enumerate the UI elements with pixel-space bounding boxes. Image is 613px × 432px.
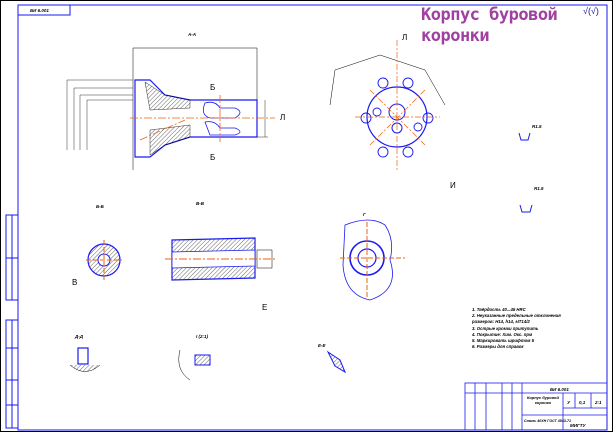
detail-radius-2: R1.5: [534, 186, 544, 191]
note: 1. Твёрдость 40...45 HRC: [472, 307, 526, 312]
view-g-label: Г: [363, 212, 366, 217]
roughness-symbol: √(√): [583, 6, 599, 16]
note: 6. Размеры для справок: [472, 344, 524, 350]
part-name-field: Корпус буровой коронки: [527, 395, 559, 405]
detail-3-label: Е-Е: [318, 343, 327, 348]
view-i-marker: И: [450, 181, 456, 190]
detail-profiles: [518, 132, 533, 213]
mass-field: 0,1: [579, 400, 586, 405]
designation-field: БИ 6.001: [550, 387, 569, 392]
corner-stamp-box: [17, 4, 71, 16]
note: 3. Острые кромки притупить: [472, 325, 539, 331]
view-l-marker: Л: [402, 33, 407, 42]
face-view: Л И: [329, 33, 456, 190]
corner-stamp: БИ 6.001: [30, 8, 49, 13]
scale-field: 2:1: [594, 400, 602, 405]
section-a-label: А-А: [187, 32, 196, 37]
cut-label-v: В: [72, 278, 77, 287]
technical-notes: 1. Твёрдость 40...45 HRC 2. Неуказанные …: [472, 307, 592, 350]
section-d-label: Д-Д: [74, 334, 84, 339]
cut-label-e: Е: [262, 303, 267, 312]
material-field: Сталь 40ХН ГОСТ 4543-71: [524, 419, 571, 423]
drawing-frame: [17, 4, 608, 431]
cut-label-b-top: Б: [210, 83, 215, 92]
drawing-title-line1: Корпус буровой: [421, 5, 558, 25]
section-v-label: В-В: [196, 201, 205, 206]
drawing-title-line2: коронки: [421, 26, 490, 46]
note: 2. Неуказанные предельные отклонения: [472, 313, 561, 319]
stage-field: У: [567, 400, 571, 405]
detail-1-label: I (2:1): [196, 334, 209, 339]
note: размеров: H14, h14, ±IT14/2: [472, 319, 530, 325]
bottom-details: Д-Д I (2:1) Е-Е: [69, 334, 347, 381]
main-section-view: А-А Б Б Л: [66, 32, 285, 170]
view-label-l: Л: [280, 113, 285, 122]
organization-field: МИГТУ: [570, 423, 586, 428]
section-b-label: Б-Б: [96, 204, 105, 209]
section-b-view: Б-Б В: [72, 204, 122, 287]
cut-label-b-bottom: Б: [210, 153, 215, 162]
note: 5. Маркировать шрифтом 5: [472, 338, 534, 344]
note: 4. Покрытие: Хим. Окс. прм: [472, 331, 533, 337]
title-block: [464, 382, 608, 431]
view-g: Г: [340, 212, 405, 301]
section-v-view: В-В Е: [165, 201, 275, 312]
detail-radius-1: R1.5: [532, 124, 542, 129]
